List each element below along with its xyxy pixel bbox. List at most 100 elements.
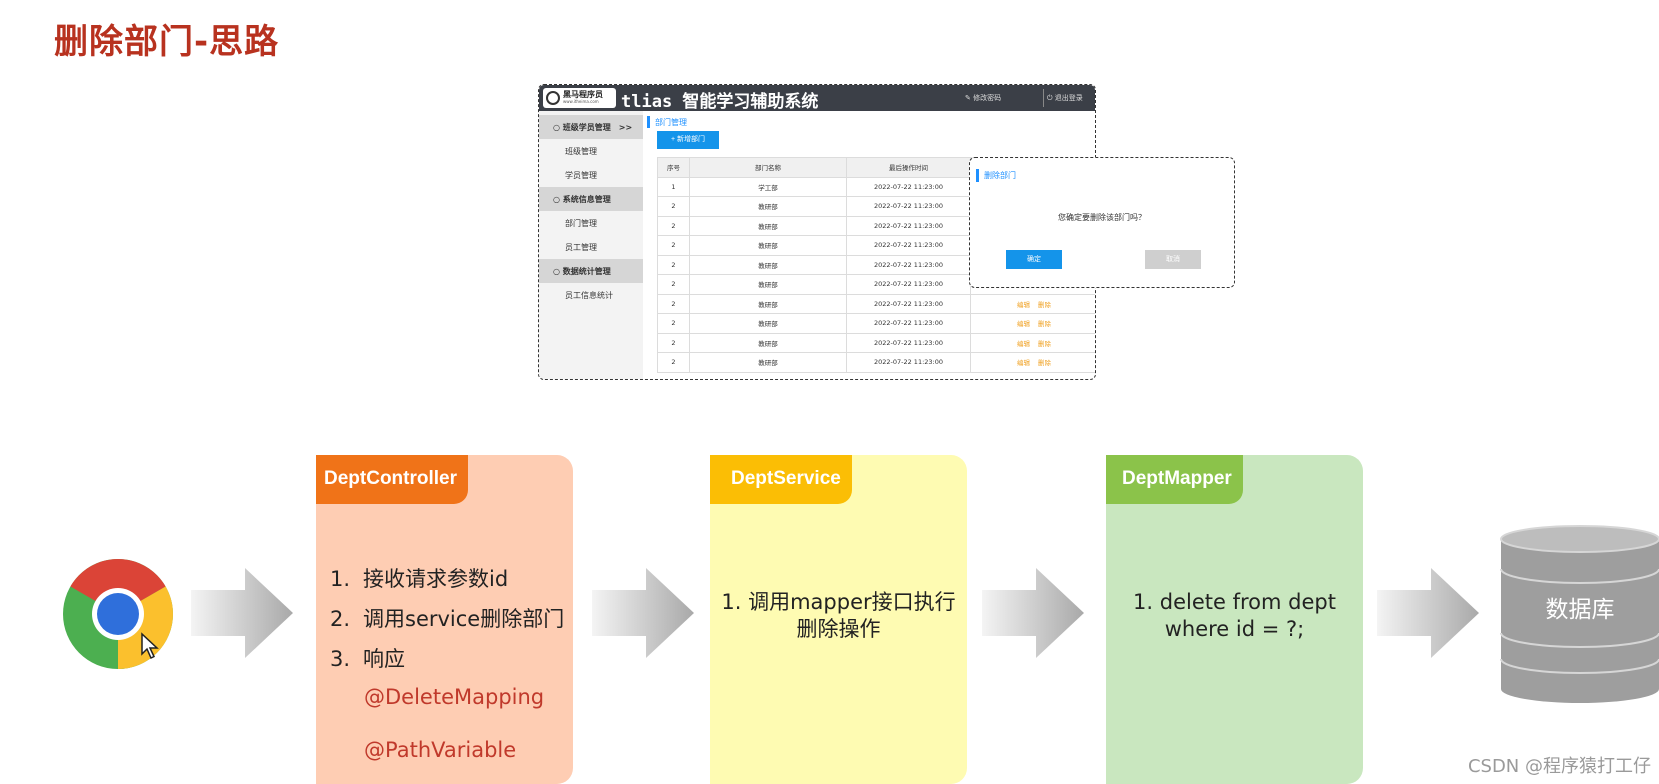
- system-screenshot: 黑马程序员 www.itheima.com tlias 智能学习辅助系统 ✎ 修…: [538, 84, 1096, 380]
- cancel-button[interactable]: 取消: [1145, 250, 1201, 269]
- sidebar-group[interactable]: ○ 数据统计管理: [539, 259, 643, 283]
- table-cell: 2022-07-22 11:23:00: [846, 313, 971, 334]
- arrow-right-icon: [592, 568, 694, 658]
- step-item: 1.接收请求参数id: [330, 567, 509, 591]
- add-department-button[interactable]: + 新增部门: [657, 131, 719, 149]
- table-cell: 2: [657, 332, 690, 353]
- table-cell: 2: [657, 215, 690, 236]
- sidebar-item[interactable]: 学员管理: [565, 171, 597, 180]
- table-cell: 2: [657, 313, 690, 334]
- operation-cell: 编辑删除: [970, 293, 1095, 314]
- confirm-button[interactable]: 确定: [1006, 250, 1062, 269]
- delete-dialog: 删除部门 您确定要删除该部门吗？ 确定 取消: [969, 157, 1235, 288]
- service-step: 1. 调用mapper接口执行 删除操作: [721, 590, 956, 641]
- sidebar-item[interactable]: 员工信息统计: [565, 291, 613, 300]
- card-title: DeptService: [710, 455, 852, 504]
- page-title: 删除部门-思路: [54, 22, 280, 62]
- table-cell: 2: [657, 235, 690, 256]
- step-item: 2.调用service删除部门: [330, 607, 565, 631]
- table-cell: 2: [657, 352, 690, 373]
- operation-cell: 编辑删除: [970, 313, 1095, 334]
- cursor-icon: [141, 632, 159, 660]
- table-cell: 2022-07-22 11:23:00: [846, 352, 971, 373]
- table-cell: 教研部: [689, 254, 847, 275]
- header-divider: [1043, 89, 1044, 107]
- table-cell: 2022-07-22 11:23:00: [846, 293, 971, 314]
- sidebar-item[interactable]: 员工管理: [565, 243, 597, 252]
- dept-service-card: DeptService 1. 调用mapper接口执行 删除操作: [710, 455, 967, 784]
- dept-controller-card: DeptController 1.接收请求参数id 2.调用service删除部…: [316, 455, 573, 784]
- logout-link[interactable]: ⏻ 退出登录: [1047, 94, 1083, 102]
- table-cell: 2022-07-22 11:23:00: [846, 235, 971, 256]
- table-cell: 教研部: [689, 293, 847, 314]
- sidebar-item[interactable]: 部门管理: [565, 219, 597, 228]
- controller-steps: 1.接收请求参数id 2.调用service删除部门 3.响应: [330, 559, 564, 679]
- sidebar: ○ 班级学员管理 >> 班级管理学员管理 ○ 系统信息管理部门管理员工管理 ○ 数据统…: [539, 111, 643, 379]
- delete-link[interactable]: 删除: [1038, 320, 1051, 329]
- sidebar-group[interactable]: ○ 系统信息管理: [539, 187, 643, 211]
- change-password-link[interactable]: ✎ 修改密码: [965, 94, 1002, 102]
- system-title: tlias 智能学习辅助系统: [621, 92, 819, 112]
- chrome-browser-icon: [63, 559, 173, 669]
- operation-cell: 编辑删除: [970, 352, 1095, 373]
- table-cell: 教研部: [689, 274, 847, 295]
- table-cell: 2: [657, 254, 690, 275]
- sidebar-item[interactable]: 班级管理: [565, 147, 597, 156]
- mapper-step: 1. delete from dept where id = ?;: [1133, 590, 1336, 641]
- card-title: DeptMapper: [1106, 455, 1243, 504]
- edit-link[interactable]: 编辑: [1017, 359, 1030, 368]
- column-header: 部门名称: [689, 157, 847, 178]
- column-header: 最后操作时间: [846, 157, 971, 178]
- column-header: 序号: [657, 157, 690, 178]
- dept-mapper-card: DeptMapper 1. delete from dept where id …: [1106, 455, 1363, 784]
- watermark: CSDN @程序猿打工仔: [1467, 756, 1651, 777]
- table-cell: 2022-07-22 11:23:00: [846, 196, 971, 217]
- logo-sub: www.itheima.com: [563, 99, 599, 104]
- breadcrumb-marker: [647, 116, 650, 128]
- arrow-right-icon: [191, 568, 293, 658]
- table-cell: 教研部: [689, 313, 847, 334]
- delete-link[interactable]: 删除: [1038, 359, 1051, 368]
- dialog-message: 您确定要删除该部门吗？: [1058, 213, 1146, 222]
- table-cell: 2: [657, 293, 690, 314]
- table-cell: 教研部: [689, 196, 847, 217]
- operation-cell: 编辑删除: [970, 332, 1095, 353]
- delete-link[interactable]: 删除: [1038, 300, 1051, 309]
- table-cell: 1: [657, 176, 690, 197]
- edit-link[interactable]: 编辑: [1017, 320, 1030, 329]
- table-cell: 2022-07-22 11:23:00: [846, 332, 971, 353]
- breadcrumb: 部门管理: [655, 118, 687, 127]
- logo-text: 黑马程序员: [563, 90, 603, 99]
- annotation-path-variable: @PathVariable: [364, 738, 517, 762]
- table-cell: 2022-07-22 11:23:00: [846, 274, 971, 295]
- table-cell: 教研部: [689, 352, 847, 373]
- dialog-title-marker: [976, 169, 979, 182]
- pencil-icon: ✎: [965, 94, 971, 102]
- delete-link[interactable]: 删除: [1038, 339, 1051, 348]
- table-cell: 2022-07-22 11:23:00: [846, 215, 971, 236]
- logo: 黑马程序员 www.itheima.com: [543, 88, 616, 108]
- step-item: 3.响应: [330, 647, 405, 671]
- system-header: 黑马程序员 www.itheima.com tlias 智能学习辅助系统 ✎ 修…: [539, 85, 1095, 112]
- arrow-right-icon: [1377, 568, 1479, 658]
- table-cell: 教研部: [689, 332, 847, 353]
- power-icon: ⏻: [1047, 94, 1053, 102]
- logo-icon: [546, 91, 560, 105]
- dialog-title: 删除部门: [984, 171, 1016, 180]
- table-cell: 2022-07-22 11:23:00: [846, 254, 971, 275]
- table-cell: 学工部: [689, 176, 847, 197]
- sidebar-group[interactable]: ○ 班级学员管理 >>: [539, 115, 643, 139]
- arrow-right-icon: [982, 568, 1084, 658]
- table-cell: 2: [657, 274, 690, 295]
- edit-link[interactable]: 编辑: [1017, 300, 1030, 309]
- card-title: DeptController: [316, 455, 468, 504]
- database-icon: 数据库: [1500, 525, 1659, 703]
- edit-link[interactable]: 编辑: [1017, 339, 1030, 348]
- database-label: 数据库: [1546, 597, 1615, 623]
- table-cell: 教研部: [689, 215, 847, 236]
- table-cell: 2022-07-22 11:23:00: [846, 176, 971, 197]
